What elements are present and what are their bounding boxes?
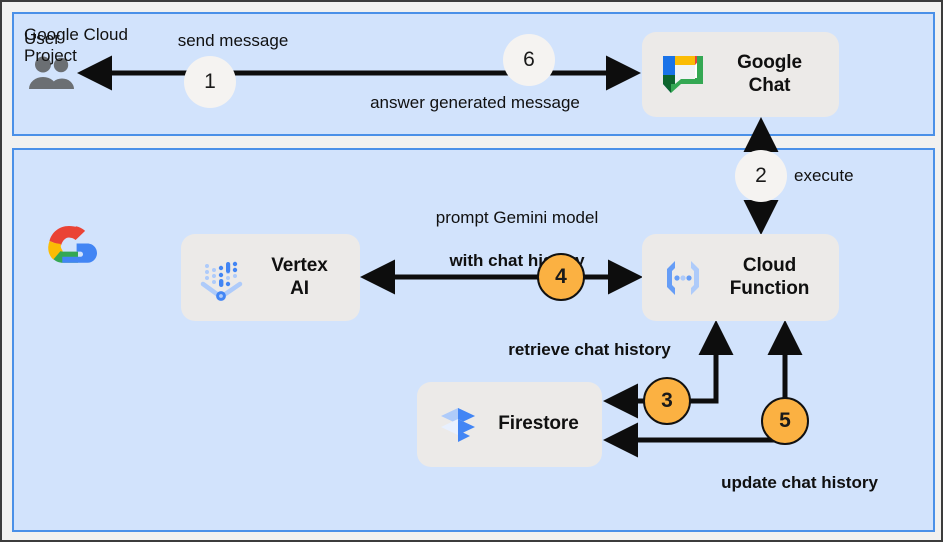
card-title-vertex-ai: Vertex AI — [271, 255, 328, 299]
flow-label-prompt-line2: with chat history — [449, 251, 585, 271]
card-title-firestore: Firestore — [498, 413, 579, 435]
step-badge-3: 3 — [643, 377, 691, 425]
step-badge-6: 6 — [503, 34, 555, 86]
zone-gcp-label: Google Cloud Project — [24, 25, 128, 66]
step-badge-4: 4 — [537, 253, 585, 301]
flow-label-answer-generated-message: answer generated message — [370, 93, 580, 112]
flow-label-update-chat-history: update chat history — [721, 473, 878, 492]
google-cloud-logo — [48, 226, 97, 263]
google-chat-icon — [656, 48, 710, 102]
zone-user-label: User — [24, 29, 60, 48]
flow-label-retrieve-chat-history: retrieve chat history — [508, 340, 671, 359]
firestore-icon — [431, 398, 485, 452]
card-title-cloud-function: Cloud Function — [729, 255, 810, 299]
step-badge-1: 1 — [184, 56, 236, 108]
people-icon — [29, 56, 74, 89]
card-vertex-ai[interactable]: Vertex AI — [181, 234, 360, 321]
flow-label-prompt-line1: prompt Gemini model — [435, 207, 599, 227]
flow-label-prompt-gemini: prompt Gemini model with chat history — [407, 185, 627, 294]
flow-label-execute: execute — [794, 166, 854, 185]
vertex-ai-icon — [195, 251, 249, 305]
card-firestore[interactable]: Firestore — [417, 382, 602, 467]
cloud-function-icon — [656, 251, 710, 305]
card-cloud-function[interactable]: Cloud Function — [642, 234, 839, 321]
card-title-google-chat: Google Chat — [737, 52, 802, 96]
step-badge-2: 2 — [735, 150, 787, 202]
step-badge-5: 5 — [761, 397, 809, 445]
card-google-chat[interactable]: Google Chat — [642, 32, 839, 117]
flow-label-send-message: send message — [177, 31, 289, 50]
